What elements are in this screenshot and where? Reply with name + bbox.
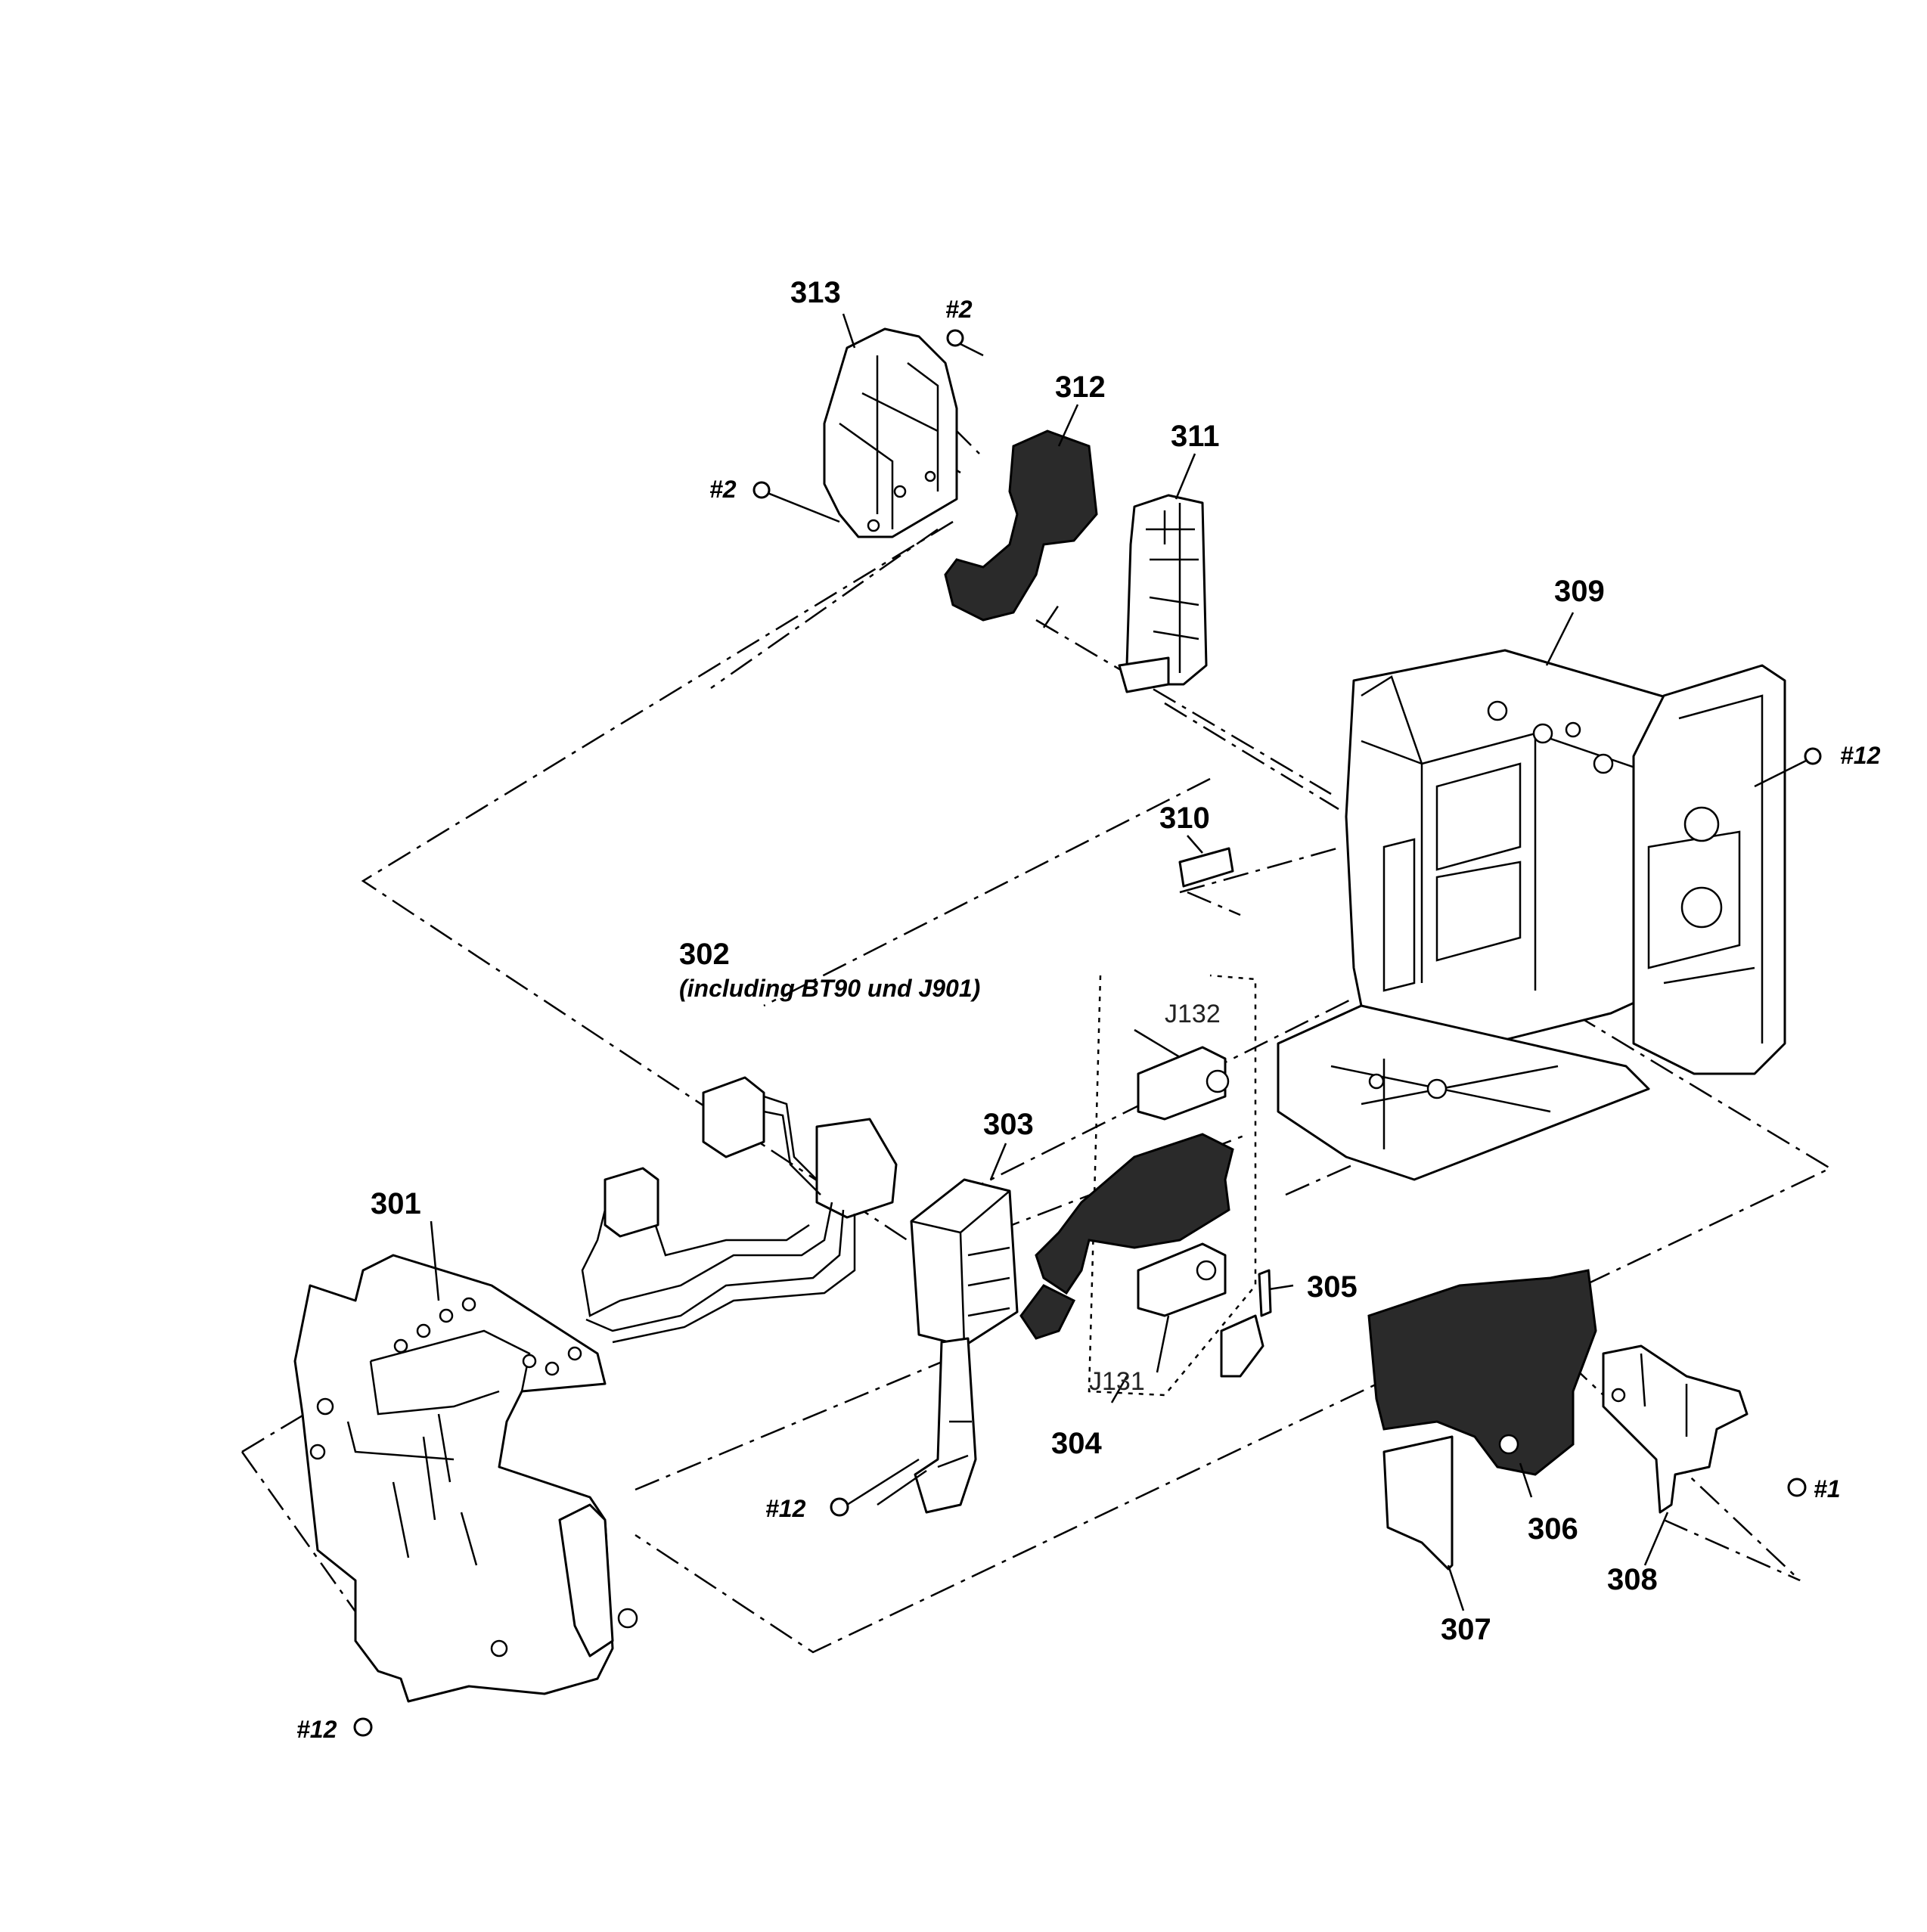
screw-s12-mid-icon: [830, 1497, 849, 1517]
part-304-flex-board: [1019, 1046, 1234, 1340]
part-309-chassis: [1277, 649, 1786, 1181]
label-310: 310: [1159, 802, 1210, 835]
label-screw-s2-top: #2: [945, 296, 973, 323]
label-leaders: [430, 313, 1669, 1611]
label-308: 308: [1607, 1563, 1658, 1596]
screw-s2-left-icon: [752, 481, 771, 499]
label-303: 303: [983, 1108, 1034, 1141]
part-308-bracket: [1602, 1344, 1749, 1514]
label-302-note: (including BT90 und J901): [679, 975, 980, 1002]
label-304: 304: [1051, 1427, 1102, 1460]
label-screw-s12-right: #12: [1840, 742, 1881, 769]
part-306-cover: [1367, 1269, 1597, 1476]
part-310-plate: [1178, 847, 1234, 888]
label-313: 313: [790, 276, 841, 309]
screws: [353, 329, 1822, 1737]
screw-s1-icon: [1787, 1478, 1807, 1497]
label-screw-s2-left: #2: [709, 476, 737, 503]
screw-s12-bottom-icon: [353, 1717, 373, 1737]
part-301-frame: [293, 1254, 638, 1703]
label-312: 312: [1055, 371, 1106, 404]
part-313-bracket: [823, 327, 958, 538]
screw-s12-right-icon: [1804, 747, 1822, 765]
label-305: 305: [1307, 1270, 1358, 1304]
label-301: 301: [371, 1187, 421, 1220]
part-311-connector: [1118, 494, 1208, 693]
screw-s2-top-icon: [946, 329, 964, 347]
part-305-strip: [1220, 1269, 1272, 1378]
part-302-harness: [581, 1076, 898, 1344]
label-306: 306: [1528, 1512, 1578, 1546]
part-303-switch: [910, 1178, 1019, 1514]
label-screw-s12-bottom: #12: [296, 1716, 337, 1743]
part-307-sheet: [1382, 1435, 1454, 1571]
label-j131: J131: [1089, 1367, 1145, 1396]
label-309: 309: [1554, 575, 1605, 608]
label-screw-s12-mid: #12: [765, 1495, 806, 1522]
part-312-dark-piece: [944, 430, 1098, 622]
label-screw-s1: #1: [1814, 1475, 1841, 1502]
labels: 313 312 311 309 310 302 (including BT90 …: [296, 276, 1881, 1743]
label-307: 307: [1441, 1613, 1491, 1646]
label-j132: J132: [1165, 1000, 1221, 1028]
label-302: 302: [679, 938, 730, 971]
label-311: 311: [1171, 420, 1220, 453]
